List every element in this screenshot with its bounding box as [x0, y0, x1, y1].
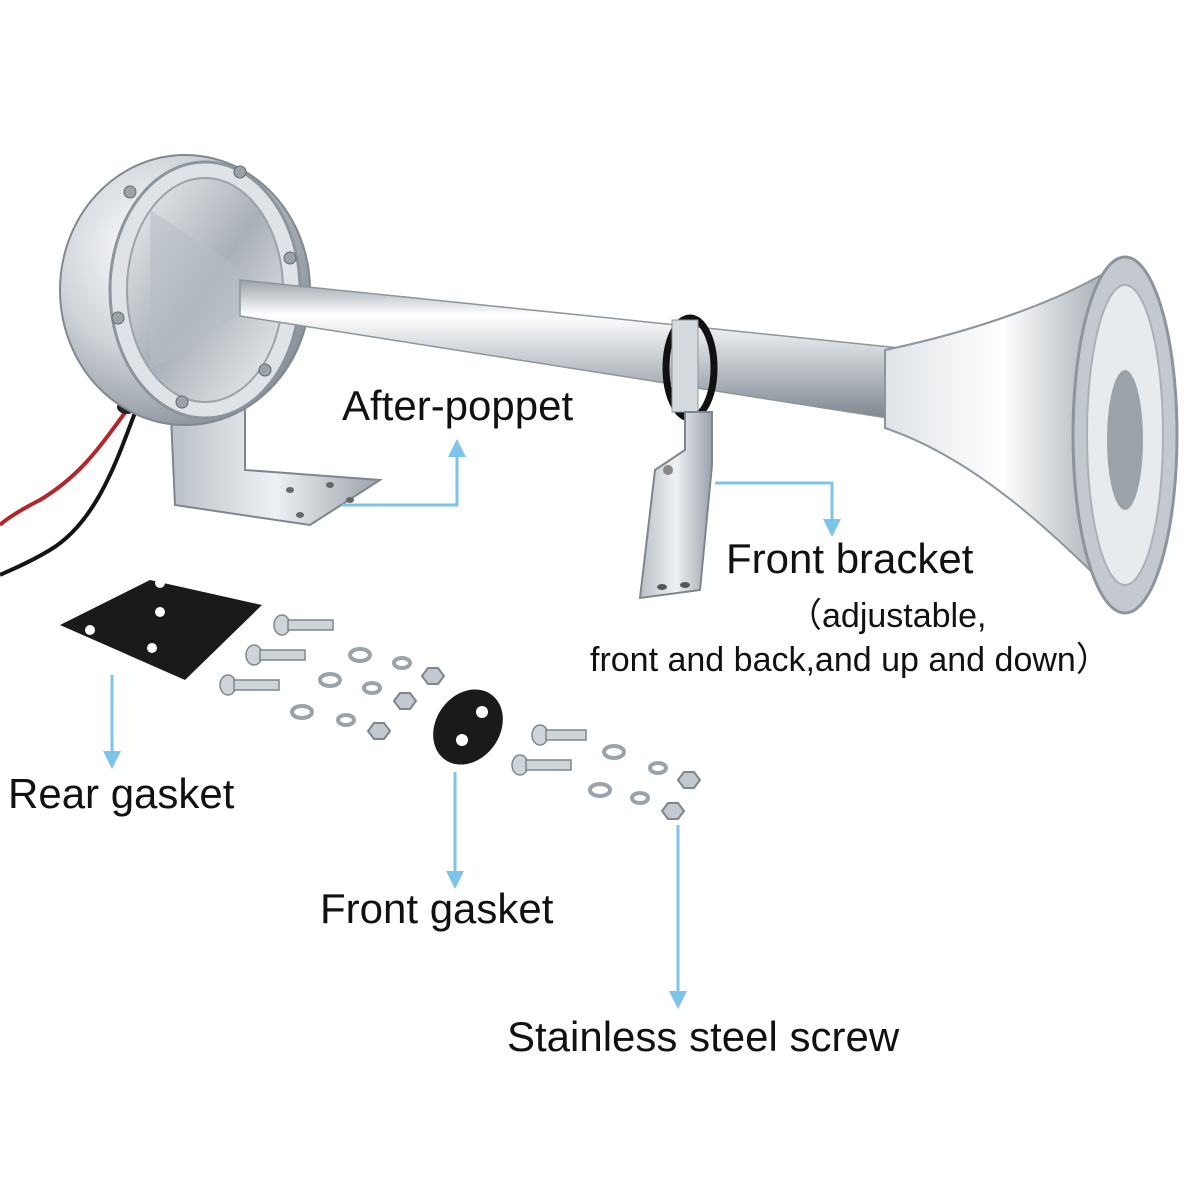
nut-icon: [366, 667, 702, 820]
screw-icon: [219, 614, 587, 776]
wire-icon: [0, 398, 140, 577]
horn-body-icon: [59, 154, 311, 426]
label-front-bracket: Front bracket: [726, 535, 974, 582]
label-front-bracket-note-1: （adjustable,: [788, 597, 987, 635]
washer-icon: [290, 647, 668, 805]
label-front-gasket: Front gasket: [320, 885, 554, 932]
arrow-icon: [103, 439, 841, 1009]
clamp-ring-icon: [662, 314, 718, 422]
label-stainless-steel-screw: Stainless steel screw: [507, 1013, 900, 1060]
front-gasket-icon: [433, 689, 503, 765]
label-rear-gasket: Rear gasket: [8, 770, 235, 817]
gasket-icon: [60, 578, 262, 680]
horn-bell-icon: [884, 255, 1179, 615]
front-bracket-icon: [638, 411, 713, 600]
label-front-bracket-note-2: front and back,and up and down）: [590, 641, 1110, 679]
label-after-poppet: After-poppet: [342, 382, 574, 429]
